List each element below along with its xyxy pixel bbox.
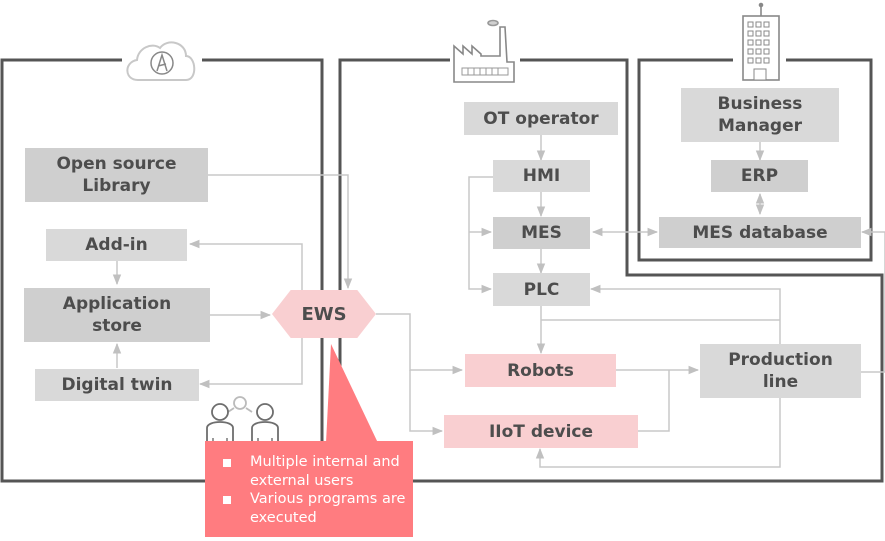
factory-icon <box>453 19 515 83</box>
node-open-source-library: Open source Library <box>25 148 208 202</box>
edge-ews-digitaltwin <box>198 338 303 389</box>
node-hmi: HMI <box>493 160 590 192</box>
node-robots: Robots <box>465 354 616 387</box>
ews-risk-callout: Multiple internal and external users Var… <box>205 441 413 537</box>
callout-item: Multiple internal and external users <box>219 453 413 490</box>
edge-prodline-plc <box>589 284 781 344</box>
edge-ews-robots <box>376 313 464 375</box>
edge-prodline-iiot <box>535 398 781 468</box>
node-plc: PLC <box>493 273 590 306</box>
callout-pointer <box>326 344 378 443</box>
building-icon <box>742 2 780 81</box>
edge-prodline-mesdb <box>860 227 885 373</box>
edge-iiot-prodline <box>638 370 670 432</box>
edge-library-ews <box>208 174 353 290</box>
node-erp: ERP <box>711 160 808 192</box>
node-add-in: Add-in <box>46 229 187 261</box>
node-business-manager: Business Manager <box>681 88 839 142</box>
node-mes: MES <box>493 217 590 249</box>
node-digital-twin: Digital twin <box>35 369 199 401</box>
node-iiot-device: IIoT device <box>444 415 638 448</box>
cloud-icon <box>126 41 196 81</box>
node-production-line: Production line <box>700 344 861 398</box>
edge-hmi-plc <box>468 176 493 294</box>
node-ot-operator: OT operator <box>464 102 618 135</box>
users-icon <box>206 396 279 448</box>
node-mes-database: MES database <box>659 217 861 248</box>
callout-item: Various programs are executed <box>219 490 413 527</box>
office-zone-frame <box>637 58 873 262</box>
node-ews: EWS <box>272 290 376 338</box>
edge-ews-addin <box>188 239 303 290</box>
node-application-store: Application store <box>24 288 210 342</box>
edge-ews-iiot <box>409 370 444 436</box>
